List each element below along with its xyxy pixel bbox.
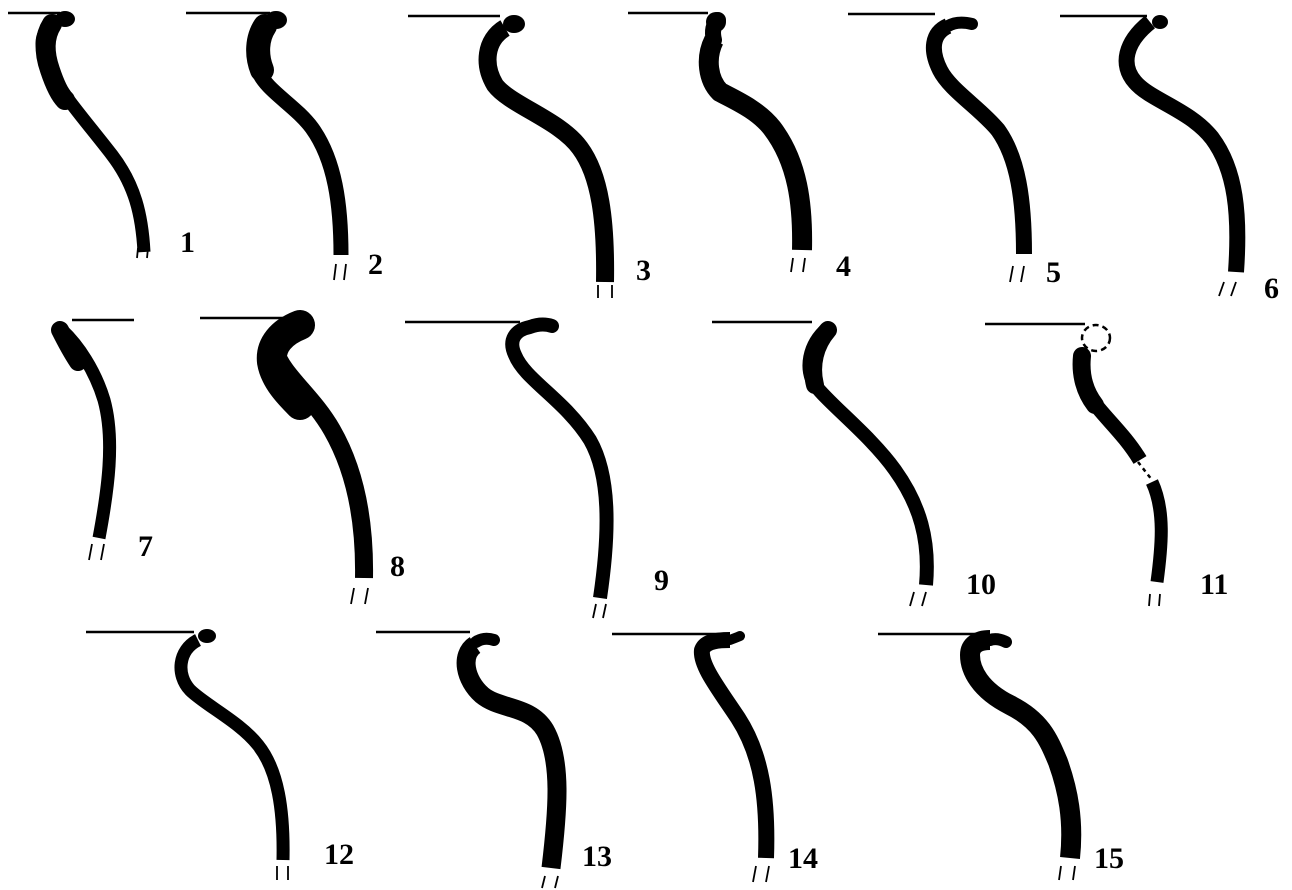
wall-section bbox=[478, 20, 615, 283]
lip bbox=[198, 629, 216, 643]
vessel-profile-15: 15 bbox=[878, 630, 1124, 881]
wall-upper bbox=[725, 631, 745, 645]
profile-number: 7 bbox=[138, 530, 153, 563]
lip bbox=[55, 11, 75, 27]
profile-number: 14 bbox=[788, 842, 818, 875]
break-tick bbox=[1148, 593, 1151, 607]
profile-number: 15 bbox=[1094, 842, 1124, 875]
wall-upper bbox=[256, 310, 315, 420]
break-tick bbox=[100, 543, 105, 561]
reconstructed-break bbox=[1137, 461, 1153, 481]
break-tick bbox=[602, 603, 607, 619]
wall-upper bbox=[35, 14, 75, 110]
vessel-profile-5: 5 bbox=[848, 12, 1061, 289]
wall-lower-section bbox=[1146, 479, 1168, 583]
vessel-profile-1: 1 bbox=[8, 11, 195, 259]
lip bbox=[706, 12, 726, 32]
wall-section bbox=[265, 313, 374, 579]
vessel-profile-4: 4 bbox=[628, 11, 851, 283]
vessel-profile-10: 10 bbox=[712, 320, 996, 607]
break-tick bbox=[1009, 265, 1014, 283]
wall-section bbox=[960, 630, 1082, 860]
reconstructed-lip bbox=[1080, 323, 1112, 353]
lip bbox=[265, 11, 287, 29]
break-tick bbox=[1020, 265, 1025, 283]
break-tick bbox=[790, 257, 794, 273]
break-tick bbox=[1218, 281, 1225, 297]
break-tick bbox=[541, 875, 546, 889]
break-tick bbox=[554, 875, 559, 889]
break-tick bbox=[802, 257, 806, 273]
break-tick bbox=[1072, 865, 1076, 881]
vessel-profile-14: 14 bbox=[612, 631, 818, 883]
wall-section bbox=[802, 322, 934, 586]
break-tick bbox=[765, 865, 770, 883]
profile-number: 13 bbox=[582, 840, 612, 873]
break-tick bbox=[88, 543, 93, 561]
break-tick bbox=[1158, 593, 1161, 607]
profile-number: 11 bbox=[1200, 568, 1228, 601]
wall-section bbox=[1118, 15, 1246, 273]
break-tick bbox=[333, 263, 337, 281]
wall-upper bbox=[51, 321, 87, 371]
vessel-profile-12: 12 bbox=[86, 629, 354, 880]
break-tick bbox=[1230, 281, 1237, 297]
wall-upper bbox=[804, 321, 837, 394]
wall-upper bbox=[470, 632, 500, 648]
wall-upper bbox=[246, 14, 277, 82]
wall-section bbox=[505, 320, 614, 600]
break-tick bbox=[350, 587, 355, 605]
vessel-profile-2: 2 bbox=[186, 11, 383, 281]
profile-number: 9 bbox=[654, 564, 669, 597]
vessel-profile-3: 3 bbox=[408, 14, 651, 298]
break-tick bbox=[752, 865, 757, 883]
profile-number: 3 bbox=[636, 254, 651, 287]
wall-upper bbox=[523, 317, 559, 334]
break-tick bbox=[343, 263, 347, 281]
profile-number: 10 bbox=[966, 568, 996, 601]
profile-number: 1 bbox=[180, 226, 195, 259]
wall-section bbox=[35, 18, 151, 253]
break-tick bbox=[592, 603, 597, 619]
vessel-profile-6: 6 bbox=[1060, 14, 1279, 305]
profile-number: 6 bbox=[1264, 272, 1279, 305]
vessel-profile-9: 9 bbox=[405, 317, 669, 619]
wall-upper-thick bbox=[1072, 347, 1104, 414]
wall-section bbox=[174, 634, 290, 861]
break-tick bbox=[921, 591, 927, 607]
wall-section bbox=[698, 35, 813, 251]
vessel-profile-8: 8 bbox=[200, 310, 405, 605]
wall-upper bbox=[942, 16, 978, 32]
break-tick bbox=[136, 247, 139, 259]
vessel-profile-13: 13 bbox=[376, 630, 612, 889]
vessel-profile-11: 11 bbox=[985, 322, 1228, 607]
lip bbox=[1152, 15, 1168, 29]
lip bbox=[503, 15, 525, 33]
profile-number: 5 bbox=[1046, 256, 1061, 289]
profile-number: 12 bbox=[324, 838, 354, 871]
break-tick bbox=[364, 587, 369, 605]
wall-section bbox=[456, 637, 567, 870]
wall-section bbox=[925, 18, 1032, 255]
profile-number: 4 bbox=[836, 250, 851, 283]
profile-number: 2 bbox=[368, 248, 383, 281]
vessel-profile-7: 7 bbox=[51, 318, 153, 563]
break-tick bbox=[146, 247, 149, 259]
wall-upper bbox=[984, 633, 1012, 648]
break-tick bbox=[909, 591, 915, 607]
profile-number: 8 bbox=[390, 550, 405, 583]
wall-section bbox=[693, 632, 775, 859]
break-tick bbox=[1058, 865, 1062, 881]
